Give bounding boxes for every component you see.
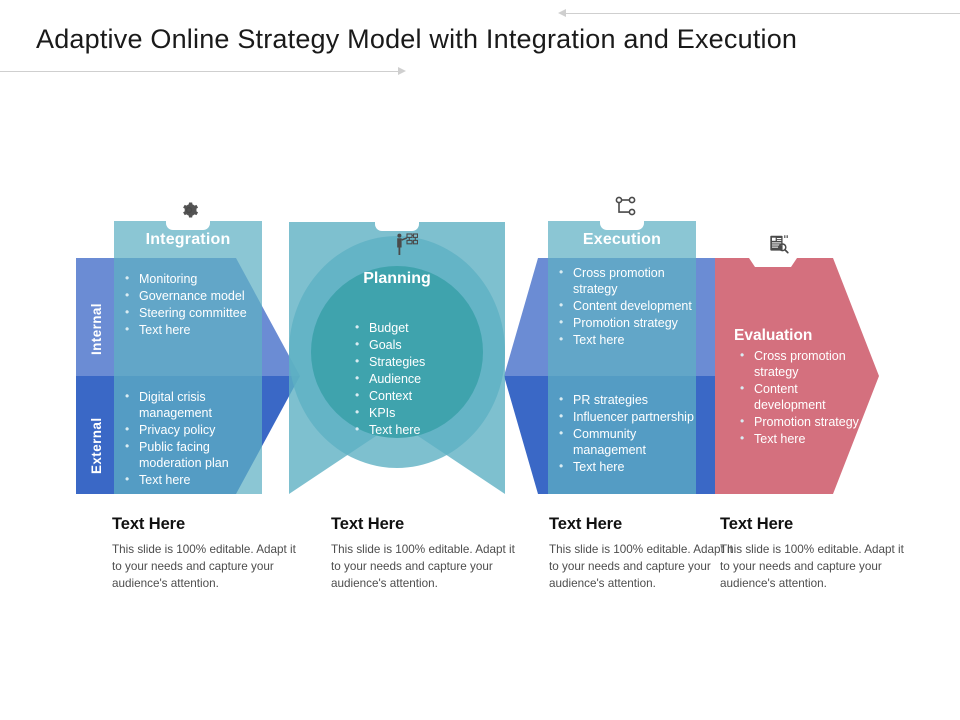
list-item: Content development <box>556 297 694 314</box>
caption-body: This slide is 100% editable. Adapt it to… <box>549 543 733 590</box>
integration-header-notch <box>166 221 210 230</box>
list-item: Public facing moderation plan <box>122 438 258 471</box>
caption-heading: Text Here <box>112 515 186 533</box>
execution-external-list: PR strategies Influencer partnership Com… <box>556 391 694 476</box>
list-item: Cross promotion strategy <box>556 264 694 297</box>
caption-heading: Text Here <box>720 515 794 533</box>
planning-header: Planning <box>363 270 431 287</box>
list-item: Community management <box>556 425 694 458</box>
caption-evaluation: Text Here This slide is 100% editable. A… <box>720 515 905 592</box>
list-item: Promotion strategy <box>737 413 869 430</box>
gear-icon <box>183 202 199 218</box>
document-search-icon <box>770 235 789 254</box>
list-item: Privacy policy <box>122 421 258 438</box>
list-item: Text here <box>556 458 694 475</box>
list-item: KPIs <box>352 404 502 421</box>
list-item: Strategies <box>352 353 502 370</box>
integration-header: Integration <box>145 231 231 248</box>
integration-internal-list: Monitoring Governance model Steering com… <box>122 270 258 339</box>
presenter-flowchart-icon <box>397 233 418 255</box>
list-item: Steering committee <box>122 304 258 321</box>
list-item: PR strategies <box>556 391 694 408</box>
list-item: Content development <box>737 380 869 413</box>
evaluation-item-list: Cross promotion strategy Content develop… <box>737 347 869 448</box>
planning-item-list: Budget Goals Strategies Audience Context… <box>352 319 502 439</box>
page-title: Adaptive Online Strategy Model with Inte… <box>36 24 798 54</box>
integration-panel: Integration Monitoring Governance model … <box>114 221 262 494</box>
row-label-external: External <box>89 417 104 474</box>
top-decor-arrow-head <box>558 9 566 17</box>
network-nodes-icon <box>615 196 636 216</box>
evaluation-header: Evaluation <box>734 327 813 344</box>
list-item: Promotion strategy <box>556 314 694 331</box>
execution-panel: Execution Cross promotion strategy Conte… <box>548 221 696 494</box>
execution-header-notch <box>600 221 644 230</box>
top-decor-arrow-line <box>566 13 960 14</box>
list-item: Influencer partnership <box>556 408 694 425</box>
list-item: Goals <box>352 336 502 353</box>
caption-body: This slide is 100% editable. Adapt it to… <box>331 543 515 590</box>
caption-execution: Text Here This slide is 100% editable. A… <box>549 515 734 592</box>
list-item: Text here <box>122 471 258 488</box>
execution-header: Execution <box>582 231 662 248</box>
planning-header-notch <box>375 222 419 231</box>
list-item: Text here <box>737 430 869 447</box>
caption-body: This slide is 100% editable. Adapt it to… <box>720 543 904 590</box>
caption-heading: Text Here <box>549 515 623 533</box>
integration-external-list: Digital crisis management Privacy policy… <box>122 388 258 489</box>
list-item: Text here <box>556 331 694 348</box>
list-item: Monitoring <box>122 270 258 287</box>
row-label-internal: Internal <box>89 303 104 355</box>
list-item: Text here <box>352 421 502 438</box>
list-item: Text here <box>122 321 258 338</box>
list-item: Audience <box>352 370 502 387</box>
caption-integration: Text Here This slide is 100% editable. A… <box>112 515 297 592</box>
list-item: Governance model <box>122 287 258 304</box>
bottom-decor-arrow-line <box>0 71 398 72</box>
bottom-decor-arrow-head <box>398 67 406 75</box>
list-item: Digital crisis management <box>122 388 258 421</box>
caption-heading: Text Here <box>331 515 405 533</box>
list-item: Budget <box>352 319 502 336</box>
list-item: Context <box>352 387 502 404</box>
execution-internal-list: Cross promotion strategy Content develop… <box>556 264 694 349</box>
caption-planning: Text Here This slide is 100% editable. A… <box>331 515 516 592</box>
caption-body: This slide is 100% editable. Adapt it to… <box>112 543 296 590</box>
list-item: Cross promotion strategy <box>737 347 869 380</box>
strategy-diagram: Internal External Planning Budget Goals … <box>0 180 960 520</box>
